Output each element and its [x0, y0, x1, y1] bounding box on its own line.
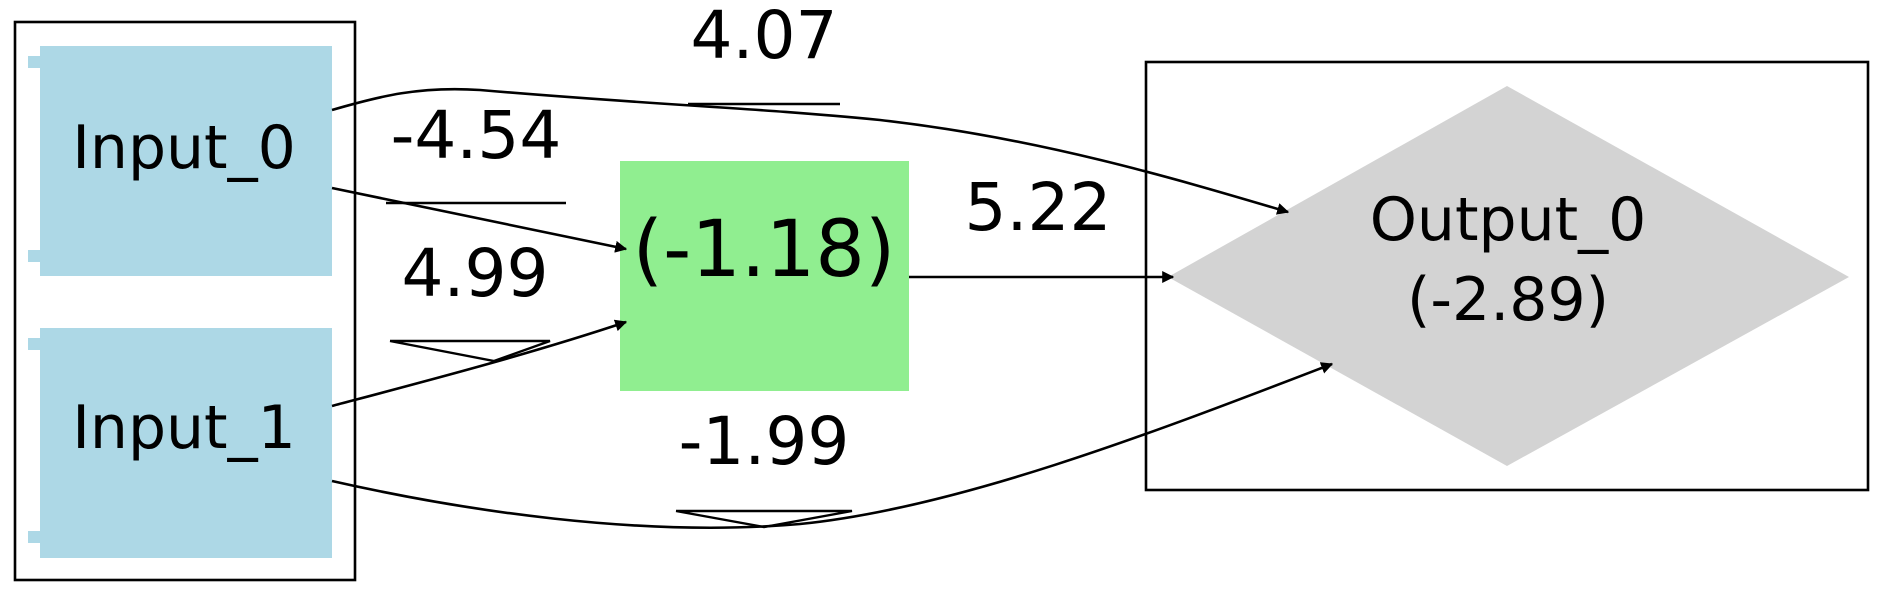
edge-hidden0-output0-weight: 5.22: [965, 169, 1112, 246]
input-node-0-label: Input_0: [72, 113, 296, 183]
hidden-node-0-label: (-1.18): [633, 205, 896, 295]
edge-input1-hidden0: 4.99: [331, 235, 628, 408]
output-node-0: Output_0 (-2.89): [1168, 86, 1849, 466]
output-node-0-label-line2: (-2.89): [1407, 265, 1609, 335]
edge-input1-output0: -1.99: [331, 362, 1334, 530]
input-cluster-frame: [13, 20, 357, 582]
edge-input0-hidden0: -4.54: [331, 97, 628, 253]
edge-input1-hidden0-weight: 4.99: [402, 235, 549, 312]
hidden-node-0: (-1.18): [620, 161, 909, 391]
edge-input0-output0-weight: 4.07: [691, 0, 838, 74]
output-node-0-label-line1: Output_0: [1370, 185, 1647, 255]
edge-input0-output0: 4.07: [331, 0, 1290, 215]
edge-input1-output0-underline: [675, 509, 853, 529]
input-node-0: Input_0: [28, 46, 332, 276]
input-node-1: Input_1: [28, 328, 332, 558]
edge-input1-hidden0-underline: [389, 339, 551, 363]
edge-hidden0-output0: 5.22: [909, 169, 1175, 283]
edge-input1-output0-weight: -1.99: [679, 403, 850, 480]
input-node-1-label: Input_1: [72, 393, 296, 463]
edge-input0-hidden0-weight: -4.54: [391, 97, 562, 174]
